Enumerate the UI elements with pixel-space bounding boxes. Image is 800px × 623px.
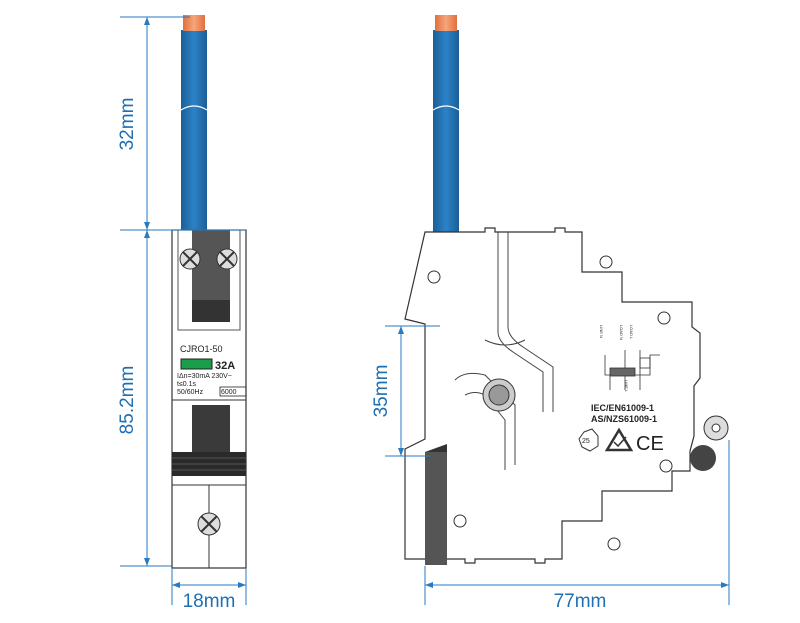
trip-lever [690, 415, 729, 471]
rivet-icon [427, 255, 673, 551]
rating-text: 32A [215, 360, 235, 372]
spec-line: 50/60Hz [177, 389, 204, 396]
screw-icon [197, 512, 221, 536]
toggle-lever [192, 405, 230, 455]
ce-mark-icon: CE [636, 433, 664, 455]
cable-tip-side [435, 15, 457, 31]
temperature-icon: 25 [578, 428, 599, 452]
width-label: 18mm [183, 591, 236, 612]
wiring-label: LINE L [624, 380, 629, 393]
wiring-label: LOAD N [619, 325, 624, 340]
screw-icon [179, 248, 238, 270]
standard-text: IEC/EN61009-1 [591, 403, 654, 413]
rcm-mark-icon [604, 427, 634, 452]
lever-height-label: 35mm [371, 365, 392, 418]
depth-label: 77mm [554, 591, 607, 612]
svg-text:25: 25 [582, 438, 590, 445]
cable-front [181, 30, 207, 232]
side-dimensions: 35mm 77mm [371, 325, 730, 612]
toggle-lever-side [425, 452, 447, 565]
model-text: CJRO1-50 [180, 344, 223, 354]
wiring-diagram [604, 350, 660, 390]
cable-tip-front [183, 15, 205, 31]
cable-side [433, 30, 459, 232]
wiring-label: LINE N [599, 325, 604, 338]
wiring-label: LOAD L [629, 325, 634, 340]
cable-length-label: 32mm [117, 98, 138, 151]
standard-text: AS/NZS61009-1 [591, 414, 657, 424]
spec-line: t≤0.1s [177, 381, 197, 388]
front-dimensions: 32mm 85.2mm 18mm [117, 16, 247, 612]
side-view: LINE N LOAD N LOAD L LINE L IEC/EN61009-… [404, 15, 729, 565]
screw-icon [482, 378, 516, 412]
indicator-window [180, 358, 213, 370]
capacity-text: 6000 [221, 389, 237, 396]
height-label: 85.2mm [117, 366, 138, 435]
spec-line: IΔn=30mA 230V~ [177, 373, 232, 380]
front-view: CJRO1-50 32A IΔn=30mA 230V~ t≤0.1s 50/60… [171, 15, 247, 569]
